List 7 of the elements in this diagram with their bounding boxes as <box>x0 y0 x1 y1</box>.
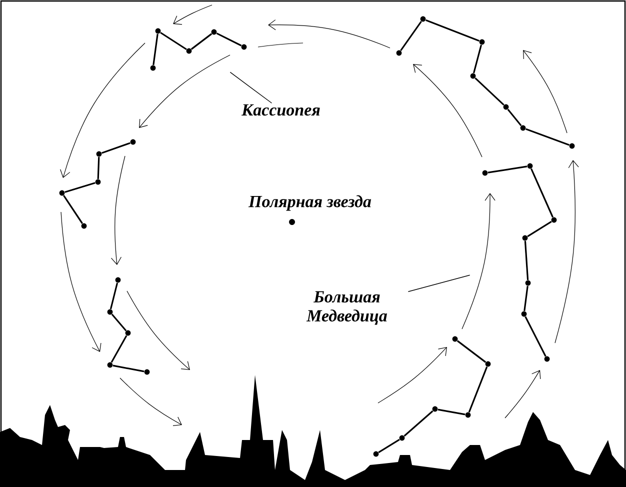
leader-line <box>230 72 272 104</box>
constellation-drawing <box>150 28 247 71</box>
star-label: Полярная звезда <box>248 195 372 211</box>
constellation-drawing <box>482 163 557 362</box>
star-label: Большая Медведица <box>306 291 387 325</box>
star-label: Кассиопея <box>241 104 320 116</box>
leader-line <box>408 274 470 292</box>
